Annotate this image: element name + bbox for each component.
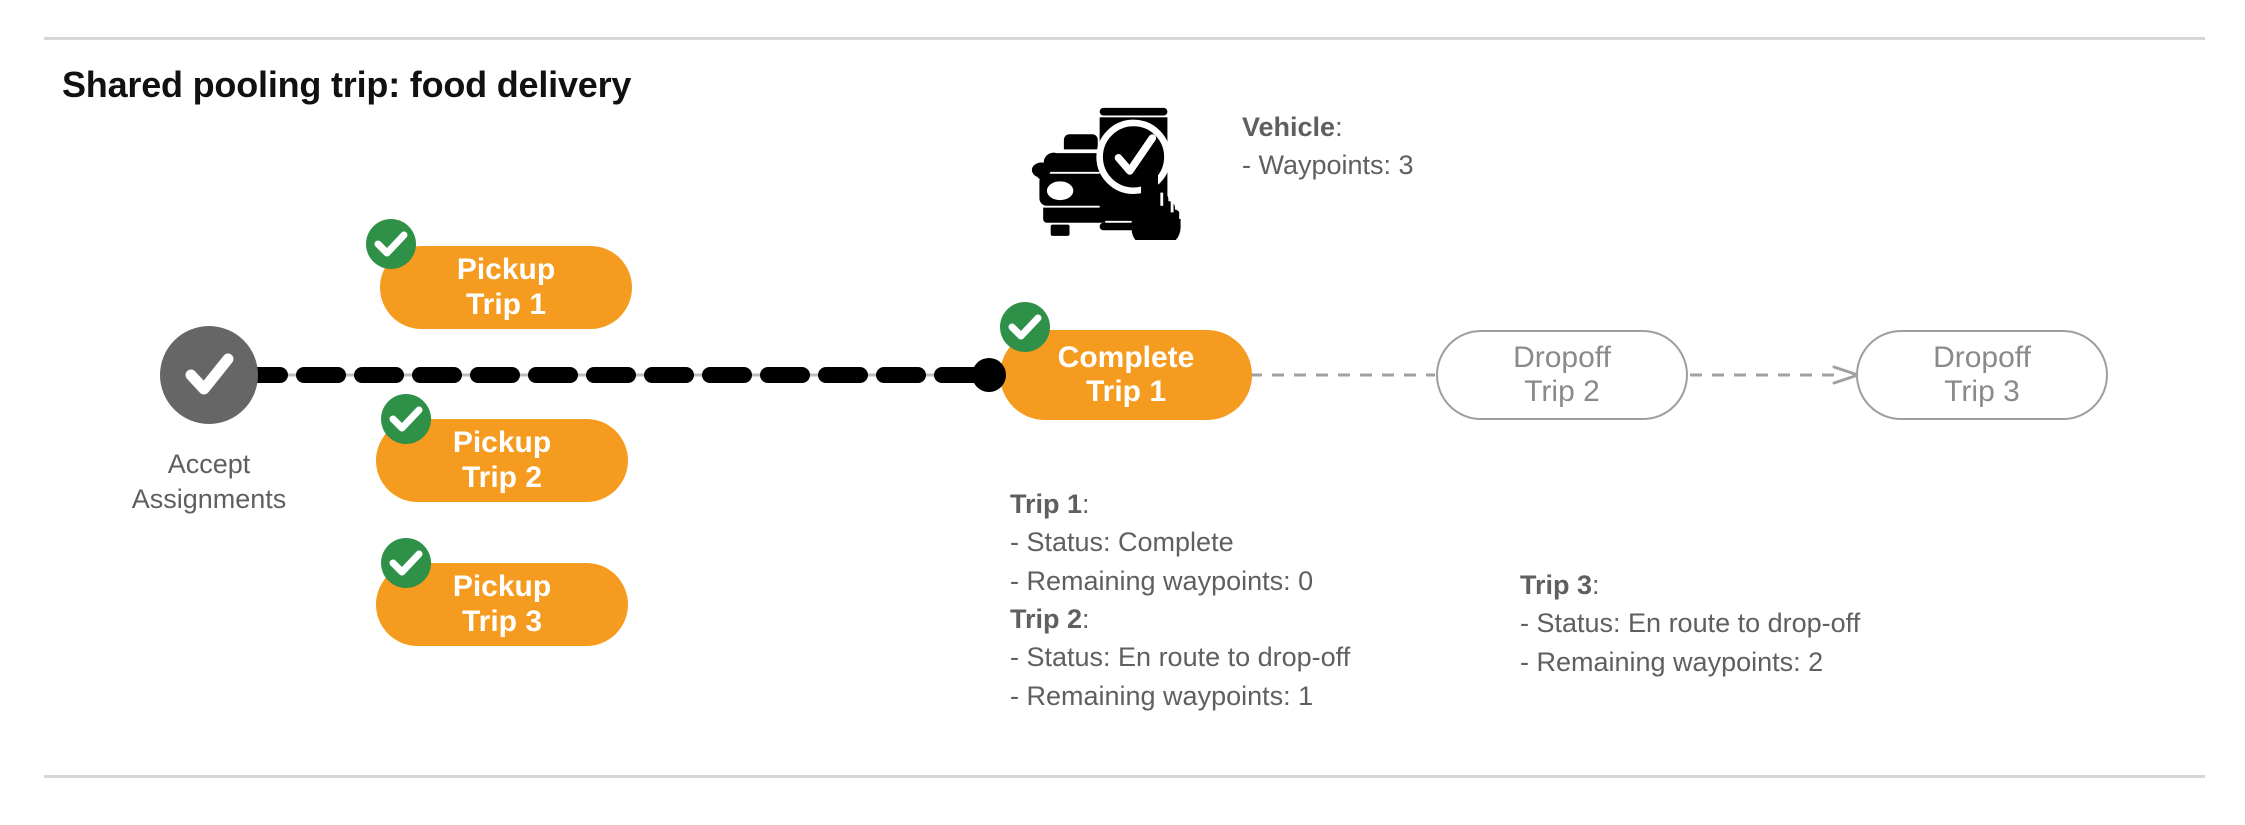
dropoff-trip-2-line-2: Trip 2 — [1524, 375, 1600, 408]
dropoff-trip-2-node[interactable]: Dropoff Trip 2 — [1436, 330, 1688, 420]
vehicle-info-heading-text: Vehicle — [1242, 112, 1336, 142]
trip-2-heading-colon: : — [1082, 603, 1090, 634]
trip-1-heading-text: Trip 1 — [1010, 489, 1083, 519]
trip-3-heading-text: Trip 3 — [1520, 570, 1593, 600]
trip-3-status-line: - Status: En route to drop-off — [1520, 608, 1861, 639]
accept-label-line-2: Assignments — [131, 483, 287, 514]
pickup-trip-2-check-badge — [381, 394, 431, 444]
trip-2-status-line: - Status: En route to drop-off — [1010, 642, 1351, 673]
page-title: Shared pooling trip: food delivery — [62, 64, 632, 105]
dropoff-trip-3-node[interactable]: Dropoff Trip 3 — [1856, 330, 2108, 420]
pickup-trip-1-line-2: Trip 1 — [465, 287, 547, 321]
route-waypoint-dot — [972, 358, 1006, 392]
vehicle-info-line-1: - Waypoints: 3 — [1242, 150, 1414, 181]
trip-1-heading-colon: : — [1082, 489, 1090, 519]
dropoff-trip-3-line-1: Dropoff — [1933, 340, 2031, 374]
trip-1-heading: Trip 1: — [1010, 485, 1350, 523]
pickup-trip-3-line-1: Pickup — [452, 570, 552, 604]
accept-assignments-node[interactable] — [160, 326, 258, 424]
pickup-trip-1-check-badge — [366, 219, 416, 269]
pickup-trip-2-chip[interactable]: Pickup Trip 2 — [376, 419, 628, 502]
trip-1-status-line: - Status: Complete — [1010, 527, 1234, 558]
connector-accept-to-complete — [240, 367, 1000, 383]
trip-3-heading-colon: : — [1592, 570, 1600, 600]
complete-trip-1-line-2: Trip 1 — [1085, 375, 1167, 408]
check-circle-icon — [185, 353, 234, 395]
pickup-trip-3-line-2: Trip 3 — [461, 604, 543, 638]
dropoff-trip-2-line-1: Dropoff — [1513, 340, 1611, 374]
vehicle-info-block: Vehicle: - Waypoints: 3 — [1242, 108, 1414, 185]
trip-info-right-block: Trip 3: - Status: En route to drop-off -… — [1520, 566, 1860, 681]
bottom-divider — [44, 775, 2205, 778]
pickup-trip-1-line-1: Pickup — [456, 253, 556, 287]
vehicle-phone-check-icon — [1031, 107, 1182, 240]
trip-2-heading: Trip 2: — [1010, 600, 1350, 638]
connector-dropoff2-to-dropoff3 — [1690, 365, 1860, 385]
trip-3-heading: Trip 3: — [1520, 566, 1860, 604]
pickup-trip-2-line-1: Pickup — [452, 426, 552, 460]
dropoff-trip-3-line-2: Trip 3 — [1944, 375, 2020, 408]
pickup-trip-3-check-badge — [381, 538, 431, 588]
pickup-trip-2-line-2: Trip 2 — [461, 460, 543, 494]
trip-2-waypoints-line: - Remaining waypoints: 1 — [1010, 680, 1314, 711]
vehicle-info-heading: Vehicle: — [1242, 108, 1414, 146]
pickup-trip-1-chip[interactable]: Pickup Trip 1 — [380, 246, 632, 329]
accept-label-line-1: Accept — [167, 449, 251, 479]
trip-3-waypoints-line: - Remaining waypoints: 2 — [1520, 646, 1824, 677]
vehicle-info-heading-colon: : — [1335, 112, 1343, 142]
accept-assignments-label: Accept Assignments — [109, 447, 309, 516]
trip-info-left-block: Trip 1: - Status: Complete - Remaining w… — [1010, 485, 1350, 715]
complete-trip-1-check-badge — [1000, 302, 1050, 352]
top-divider — [44, 37, 2205, 40]
complete-trip-1-line-1: Complete — [1057, 340, 1195, 374]
connector-complete-to-dropoff2 — [1250, 373, 1435, 377]
trip-1-waypoints-line: - Remaining waypoints: 0 — [1010, 565, 1314, 596]
trip-2-heading-text: Trip 2 — [1010, 603, 1083, 634]
